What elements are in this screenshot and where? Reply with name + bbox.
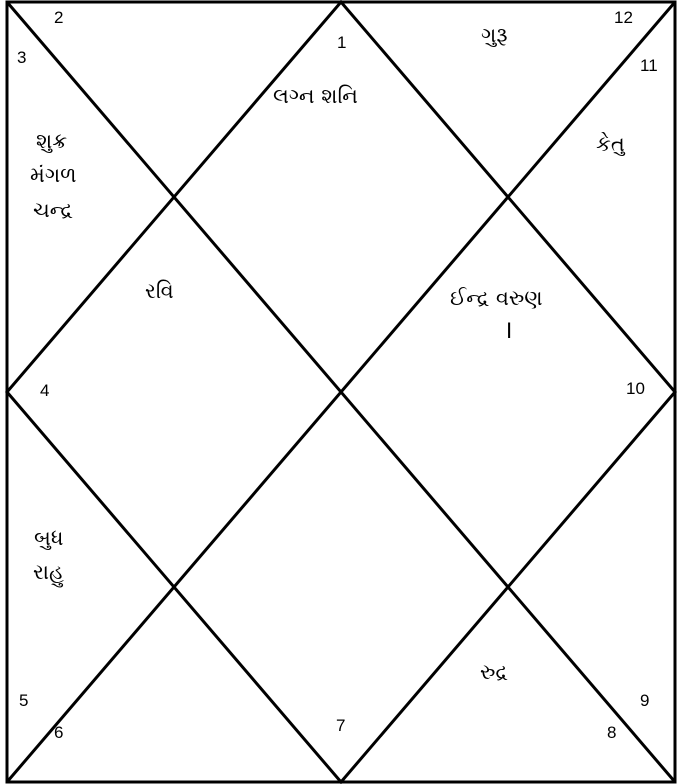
house-number-10: 10	[626, 379, 645, 398]
house-5-planet-1: બુધ	[34, 526, 64, 550]
house-number-7: 7	[336, 716, 346, 735]
house-number-5: 5	[19, 691, 29, 710]
house-3-planet-3: ચન્દ્ર	[33, 198, 73, 222]
house-number-2: 2	[54, 8, 64, 27]
diagonal-anti	[5, 1, 677, 783]
house-number-11: 11	[640, 56, 658, 75]
house-10-planet-2: I	[506, 319, 513, 343]
house-number-12: 12	[614, 8, 633, 27]
house-10-planet-1: ઈન્દ્ર વરુણ	[450, 286, 543, 310]
house-1-planets: લગ્ન શનિ	[273, 84, 358, 108]
house-number-4: 4	[40, 381, 50, 400]
house-3-planet-2: મંગળ	[30, 163, 77, 187]
house-3-planet-1: શુક્ર	[36, 129, 68, 153]
house-number-9: 9	[640, 691, 650, 710]
center-diamond	[5, 0, 677, 784]
house-12-planets: ગુરૂ	[481, 23, 508, 47]
house-9-planets: રુદ્ર	[480, 660, 508, 684]
house-number-8: 8	[607, 723, 617, 742]
house-11-planets: કેતુ	[596, 132, 625, 156]
house-5-planet-2: રાહુ	[33, 560, 64, 584]
house-number-1: 1	[337, 33, 347, 52]
house-4-planets: રવિ	[145, 279, 174, 303]
house-number-3: 3	[17, 48, 27, 67]
house-number-6: 6	[54, 723, 64, 742]
